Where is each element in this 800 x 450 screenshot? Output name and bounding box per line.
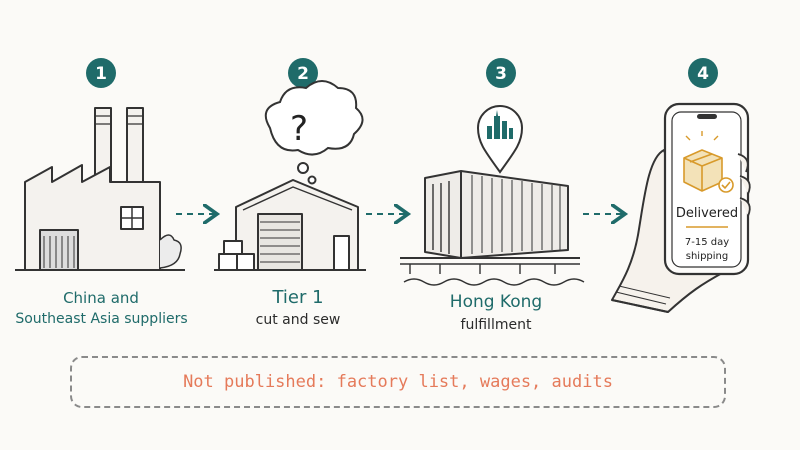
step-1-subtitle: Southeast Asia suppliers	[15, 311, 188, 327]
shipping-container-icon	[400, 170, 585, 286]
step-badge-3: 3	[486, 58, 516, 88]
step-2-subtitle: cut and sew	[255, 312, 341, 328]
package-icon	[683, 149, 723, 192]
step-2-title: Tier 1	[272, 287, 324, 308]
factory-icon	[15, 107, 185, 271]
step-badge-4: 4	[688, 58, 718, 88]
step-1-title: China and	[63, 289, 139, 307]
step-3-subtitle: fulfillment	[460, 317, 532, 333]
phone-shipping-line-1: 7-15 day	[685, 237, 729, 248]
phone-shipping-line-2: shipping	[686, 251, 729, 262]
step-number-2: 2	[297, 64, 309, 84]
warehouse-icon	[214, 179, 366, 271]
step-number-1: 1	[95, 64, 107, 84]
step-3-title: Hong Kong	[449, 292, 543, 312]
checkmark-icon	[718, 177, 734, 193]
step-number-3: 3	[495, 64, 507, 84]
unpublished-notice-box: Not published: factory list, wages, audi…	[70, 356, 726, 408]
step-badge-1: 1	[86, 58, 116, 88]
city-skyline-icon	[487, 110, 513, 139]
step-number-4: 4	[697, 64, 709, 84]
thought-bubble-icon	[264, 80, 364, 185]
question-mark-icon: ?	[290, 109, 308, 149]
location-pin-icon	[476, 105, 524, 174]
smartphone-icon: Delivered 7-15 day shipping	[663, 102, 751, 276]
step-badge-2: 2	[288, 58, 318, 88]
unpublished-notice-text: Not published: factory list, wages, audi…	[183, 372, 613, 392]
phone-delivered-status: Delivered	[676, 206, 738, 221]
